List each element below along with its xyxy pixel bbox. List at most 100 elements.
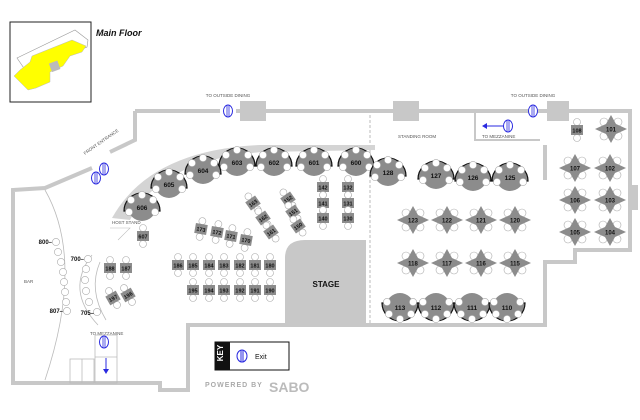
seat — [125, 208, 133, 216]
table-115[interactable]: 115 — [499, 249, 531, 277]
table-105[interactable]: 105 — [559, 218, 591, 246]
booth-table-602[interactable]: 602 — [255, 146, 293, 176]
booth-table-605[interactable]: 605 — [150, 168, 188, 198]
table-181[interactable]: 181 — [249, 253, 261, 277]
booth-table-110[interactable]: 110 — [488, 293, 526, 323]
table-191[interactable]: 191 — [249, 278, 261, 302]
table-121[interactable]: 121 — [465, 206, 497, 234]
table-150[interactable]: 150 — [286, 213, 309, 239]
table-140[interactable]: 140 — [317, 206, 329, 230]
table-number: 162 — [258, 214, 269, 224]
table-101[interactable]: 101 — [595, 115, 627, 143]
exit-icon[interactable] — [223, 104, 233, 118]
table-183[interactable]: 183 — [218, 253, 230, 277]
booth-table-126[interactable]: 126 — [454, 161, 492, 191]
exit-icon[interactable] — [91, 171, 101, 185]
rail-seat[interactable] — [82, 287, 90, 295]
bar-seat[interactable] — [54, 248, 62, 256]
table-103[interactable]: 103 — [594, 186, 626, 214]
table-number: 127 — [431, 173, 442, 180]
table-170[interactable]: 170 — [238, 228, 254, 253]
seat — [266, 278, 274, 286]
bar-seat[interactable] — [61, 288, 69, 296]
table-607[interactable]: 607 — [137, 224, 149, 248]
table-108[interactable]: 108 — [571, 118, 583, 142]
table-161[interactable]: 161 — [259, 219, 282, 245]
table-182[interactable]: 182 — [234, 253, 246, 277]
bar-seat[interactable] — [59, 268, 67, 276]
table-172[interactable]: 172 — [209, 220, 225, 245]
booth-table-603[interactable]: 603 — [218, 146, 256, 176]
booth-table-112[interactable]: 112 — [417, 293, 455, 323]
booth-table-128[interactable]: 128 — [369, 156, 407, 186]
table-123[interactable]: 123 — [397, 206, 429, 234]
seat — [319, 206, 327, 214]
table-186[interactable]: 186 — [172, 253, 184, 277]
table-106[interactable]: 106 — [559, 186, 591, 214]
table-number: 172 — [212, 229, 222, 237]
seat — [186, 171, 194, 179]
booth-table-601[interactable]: 601 — [295, 146, 333, 176]
table-196[interactable]: 196 — [117, 282, 139, 308]
table-194[interactable]: 194 — [203, 278, 215, 302]
booth-table-113[interactable]: 113 — [381, 293, 419, 323]
bar-seat[interactable] — [63, 307, 71, 315]
seat — [205, 253, 213, 261]
table-192[interactable]: 192 — [234, 278, 246, 302]
bar-seat[interactable] — [62, 298, 70, 306]
seat — [490, 298, 498, 306]
minimap[interactable] — [9, 21, 92, 103]
table-number: 103 — [605, 199, 616, 205]
table-117[interactable]: 117 — [431, 249, 463, 277]
exit-icon[interactable] — [528, 104, 538, 118]
bar-seat[interactable] — [52, 238, 60, 246]
booth-table-127[interactable]: 127 — [417, 159, 455, 189]
bar-seat[interactable] — [60, 278, 68, 286]
rail-seat[interactable] — [81, 276, 89, 284]
table-118[interactable]: 118 — [397, 249, 429, 277]
table-185[interactable]: 185 — [187, 253, 199, 277]
table-193[interactable]: 193 — [218, 278, 230, 302]
seat — [266, 294, 274, 302]
exit-icon[interactable] — [99, 335, 109, 349]
table-190[interactable]: 190 — [264, 278, 276, 302]
table-197[interactable]: 197 — [102, 285, 124, 311]
table-122[interactable]: 122 — [431, 206, 463, 234]
table-120[interactable]: 120 — [499, 206, 531, 234]
exit-icon[interactable] — [503, 119, 513, 133]
table-187[interactable]: 187 — [120, 256, 132, 280]
seat — [456, 178, 464, 186]
table-number: 196 — [123, 291, 134, 301]
table-173[interactable]: 173 — [193, 217, 209, 242]
seat — [407, 310, 415, 318]
seat — [397, 173, 405, 181]
rail-seat[interactable] — [93, 308, 101, 316]
table-number: 604 — [198, 168, 209, 175]
table-188[interactable]: 188 — [104, 256, 116, 280]
rail-seat[interactable] — [84, 255, 92, 263]
seat — [52, 238, 60, 246]
table-184[interactable]: 184 — [203, 253, 215, 277]
table-116[interactable]: 116 — [465, 249, 497, 277]
table-130[interactable]: 130 — [342, 206, 354, 230]
table-102[interactable]: 102 — [594, 154, 626, 182]
seat — [244, 151, 252, 159]
table-number: 113 — [395, 305, 406, 312]
bar-seat[interactable] — [57, 258, 65, 266]
booth-table-111[interactable]: 111 — [453, 293, 491, 323]
booth-table-606[interactable]: 606 — [123, 191, 161, 221]
seat — [233, 146, 241, 154]
table-104[interactable]: 104 — [594, 218, 626, 246]
booth-table-600[interactable]: 600 — [337, 146, 375, 176]
exit-icon[interactable] — [99, 162, 109, 176]
table-107[interactable]: 107 — [559, 154, 591, 182]
booth-table-604[interactable]: 604 — [184, 154, 222, 184]
rail-seat[interactable] — [85, 298, 93, 306]
booth-table-125[interactable]: 125 — [491, 161, 529, 191]
table-195[interactable]: 195 — [187, 278, 199, 302]
rail-seat[interactable] — [82, 265, 90, 273]
table-180[interactable]: 180 — [264, 253, 276, 277]
table-171[interactable]: 171 — [223, 224, 239, 249]
seat — [189, 278, 197, 286]
table-number: 108 — [572, 128, 581, 134]
